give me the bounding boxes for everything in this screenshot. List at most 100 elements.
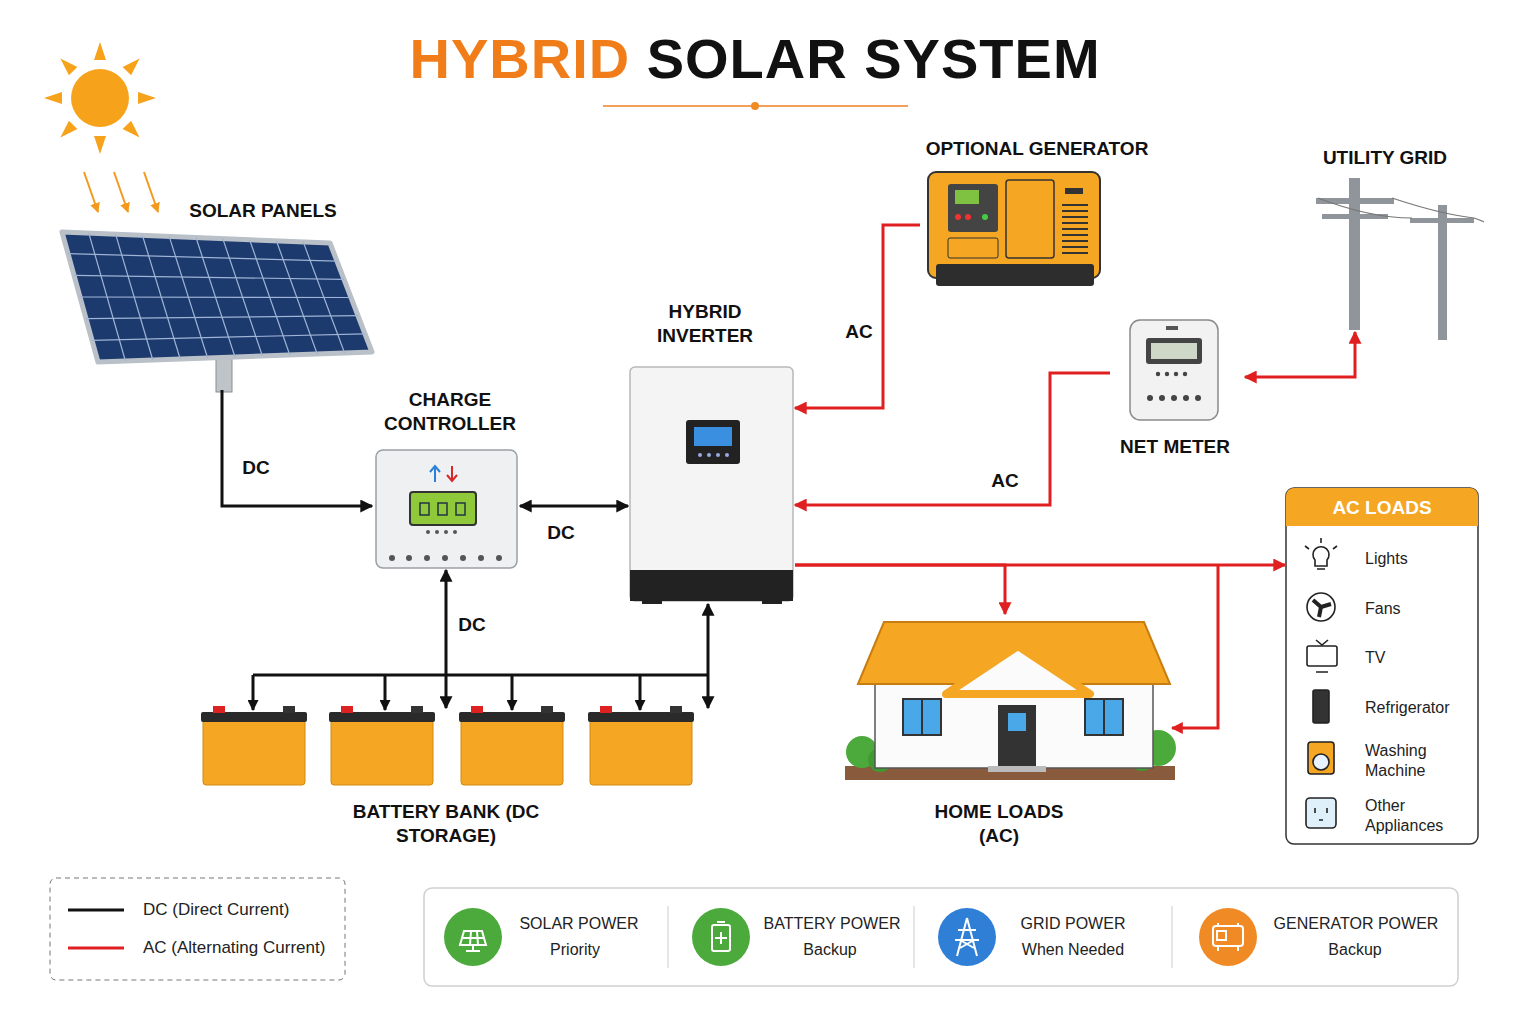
source-bar bbox=[692, 908, 750, 966]
charge-controller bbox=[389, 530, 502, 561]
vent-slot bbox=[1062, 246, 1088, 248]
charge-controller bbox=[426, 530, 430, 534]
ac-loads-box bbox=[1307, 646, 1337, 666]
batteries bbox=[203, 716, 305, 785]
generator: OPTIONAL GENERATOR bbox=[920, 133, 1165, 290]
source-bar bbox=[424, 888, 1458, 986]
connector bbox=[795, 565, 1005, 614]
charge-controller bbox=[376, 450, 517, 568]
vent-slot bbox=[1062, 210, 1088, 212]
ac-loads-box bbox=[1307, 593, 1335, 621]
inverter bbox=[686, 420, 740, 464]
battery-bus bbox=[252, 675, 255, 710]
batteries bbox=[588, 706, 694, 785]
connector bbox=[445, 570, 448, 708]
generator bbox=[928, 172, 1100, 286]
ac-loads-box bbox=[1286, 488, 1478, 526]
diagram-title: HYBRID SOLAR SYSTEM bbox=[409, 26, 1100, 91]
generator bbox=[955, 190, 979, 204]
charge-controller bbox=[435, 530, 439, 534]
sun bbox=[138, 92, 156, 104]
source-bar bbox=[668, 906, 1172, 968]
sun-rays bbox=[84, 172, 98, 212]
source-bar bbox=[1171, 906, 1173, 968]
load-item: Refrigerator bbox=[1365, 698, 1473, 718]
source-bar bbox=[955, 918, 979, 956]
net-meter bbox=[1195, 395, 1201, 401]
solar-panel bbox=[62, 232, 372, 392]
load-item: Other Appliances bbox=[1365, 796, 1465, 836]
home-branch bbox=[1172, 565, 1218, 728]
source-bar bbox=[444, 908, 502, 966]
net-meter bbox=[1147, 395, 1153, 401]
charge-controller bbox=[424, 555, 430, 561]
utility-grid: UTILITY GRID bbox=[1305, 143, 1490, 332]
house bbox=[845, 622, 1176, 780]
house bbox=[921, 699, 923, 735]
house bbox=[903, 699, 941, 735]
ac-loads-box bbox=[1313, 754, 1329, 770]
net-meter bbox=[1166, 326, 1178, 330]
source-bar bbox=[460, 931, 486, 951]
connector bbox=[795, 373, 1110, 505]
legend-box bbox=[68, 909, 124, 912]
net-meter bbox=[1130, 320, 1218, 420]
ac-loads-box bbox=[1306, 798, 1336, 828]
component-label: SOLAR PANELS bbox=[163, 199, 363, 223]
charge-controller bbox=[478, 555, 484, 561]
legend-box bbox=[50, 878, 345, 980]
legend-box bbox=[68, 947, 124, 950]
house bbox=[946, 646, 1090, 694]
sun bbox=[123, 121, 144, 142]
sun bbox=[56, 121, 77, 142]
connector bbox=[707, 604, 710, 708]
charge-controller bbox=[389, 555, 395, 561]
net-meter: NET METER bbox=[1110, 316, 1245, 464]
charge-controller bbox=[460, 555, 466, 561]
charge-controller bbox=[420, 503, 429, 515]
charge-controller: CHARGE CONTROLLER bbox=[372, 384, 520, 570]
panel-cell-line bbox=[86, 316, 358, 319]
hybrid-inverter: HYBRID INVERTER bbox=[628, 296, 795, 604]
net-meter bbox=[1165, 372, 1169, 376]
solar-panel bbox=[62, 232, 372, 362]
ac-loads-box bbox=[1308, 742, 1334, 774]
generator bbox=[955, 214, 961, 220]
house bbox=[1085, 699, 1123, 735]
generator bbox=[948, 238, 998, 258]
net-meter bbox=[1183, 372, 1187, 376]
batteries bbox=[201, 712, 307, 722]
sun bbox=[44, 92, 62, 104]
inverter bbox=[630, 367, 793, 604]
panel-cell-line bbox=[92, 334, 365, 341]
ac-loads-box bbox=[1305, 538, 1337, 569]
load-item: Lights bbox=[1365, 549, 1473, 569]
sun bbox=[71, 69, 129, 127]
net-meter bbox=[1156, 372, 1160, 376]
net-meter bbox=[1130, 320, 1218, 420]
generator bbox=[948, 184, 998, 232]
generator bbox=[936, 264, 1094, 286]
utility-poles bbox=[1318, 198, 1484, 222]
source-label: GENERATOR POWER bbox=[1274, 914, 1439, 934]
connector bbox=[795, 564, 1285, 567]
connector-label: AC bbox=[988, 470, 1021, 492]
ac-loads-panel: AC LOADSLightsFansTVRefrigeratorWashing … bbox=[1285, 487, 1479, 845]
sun bbox=[56, 54, 77, 75]
source-label: Backup bbox=[1328, 940, 1381, 960]
source-bar bbox=[667, 906, 669, 968]
connector-label: DC bbox=[455, 614, 488, 636]
charge-controller bbox=[447, 466, 457, 481]
source-label: SOLAR POWER bbox=[519, 914, 638, 934]
panel-cell-line bbox=[74, 275, 344, 279]
home-branch bbox=[1172, 565, 1218, 728]
batteries bbox=[201, 706, 307, 785]
net-meter bbox=[1147, 372, 1201, 401]
component-label: OPTIONAL GENERATOR bbox=[915, 137, 1160, 161]
battery-bus bbox=[253, 675, 708, 710]
generator bbox=[982, 214, 988, 220]
legend-box bbox=[50, 878, 345, 980]
vent-slot bbox=[1062, 216, 1088, 218]
inverter bbox=[707, 453, 711, 457]
ac-loads-box bbox=[1286, 488, 1478, 844]
